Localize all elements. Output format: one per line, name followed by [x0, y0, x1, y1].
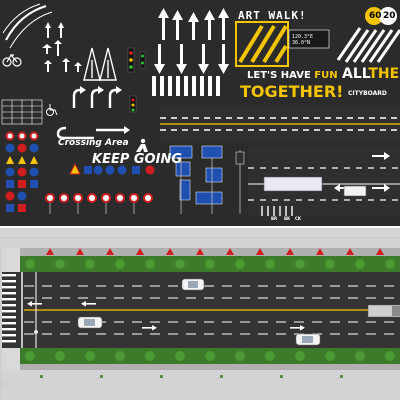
pedestrian-icon [136, 138, 148, 152]
lets-have-fun-text: LET'S HAVE FUN [247, 71, 338, 81]
tiny-label-1: BR [271, 216, 278, 221]
together-text: TOGETHER! [240, 82, 344, 101]
large-direction-arrows [154, 8, 229, 74]
road-plan-graphics [0, 228, 400, 400]
car-icon [343, 185, 367, 197]
arrow-cluster [42, 22, 82, 72]
traffic-light-icon [127, 47, 146, 73]
wheelchair-icon [46, 104, 58, 116]
carriageway [0, 272, 400, 348]
arrow-heads [80, 86, 130, 134]
tiny-label-3: CK [295, 216, 302, 221]
lane-road-piece [160, 106, 400, 142]
all-the-text: ALLTHE [342, 67, 399, 81]
guide-sign-panels [169, 145, 245, 214]
coordinate-text-north: 36.0°N [292, 40, 311, 46]
yellow-hatch-box [235, 21, 289, 67]
coordinate-text-east: 120.3°E [292, 34, 314, 40]
traffic-light-icon [129, 95, 137, 113]
speed-limit-60-text: 60 [369, 11, 382, 21]
the-text: THE [368, 66, 400, 82]
bus-icon [263, 176, 323, 192]
road-sign-row [45, 162, 155, 214]
zebra-stripes [152, 76, 220, 96]
warning-sign-icon [5, 131, 39, 212]
marking-asset-graphics [1, 3, 400, 216]
curved-arrows [56, 88, 124, 140]
all-text: ALL [342, 66, 369, 82]
car-icon [77, 316, 103, 329]
tiny-label-2: BK [284, 216, 291, 221]
diagonal-stripes [336, 27, 400, 63]
art-walk-text: ART WALK! [238, 9, 307, 22]
road-plan-panel [0, 228, 400, 400]
top-sidewalk [0, 228, 400, 248]
left-edge [0, 248, 2, 400]
fun-text: FUN [314, 70, 338, 81]
truck-icon [367, 304, 400, 318]
car-icon [181, 278, 205, 291]
coord-panel [288, 29, 330, 49]
bicycle-icon [2, 53, 22, 67]
bottom-sidewalk [0, 370, 400, 400]
city-board-text: CITYBOARD [348, 90, 387, 97]
car-icon [295, 333, 321, 346]
speed-limit-20-text: 20 [383, 11, 396, 21]
right-road-piece [248, 146, 400, 216]
triangle-markings [83, 47, 117, 81]
bottom-median [20, 348, 400, 370]
curved-crosswalk [2, 3, 53, 49]
lets-have-text: LET'S HAVE [247, 70, 315, 81]
top-median [20, 248, 400, 272]
crossing-area-text: Crossing Area [58, 138, 129, 148]
keep-going-text: KEEP GOING [92, 152, 182, 167]
marking-asset-panel: ART WALK! 120.3°E 36.0°N 60 20 LET'S HAV… [0, 0, 400, 226]
grid-block [1, 99, 43, 125]
speed-limit-icon [365, 7, 397, 25]
